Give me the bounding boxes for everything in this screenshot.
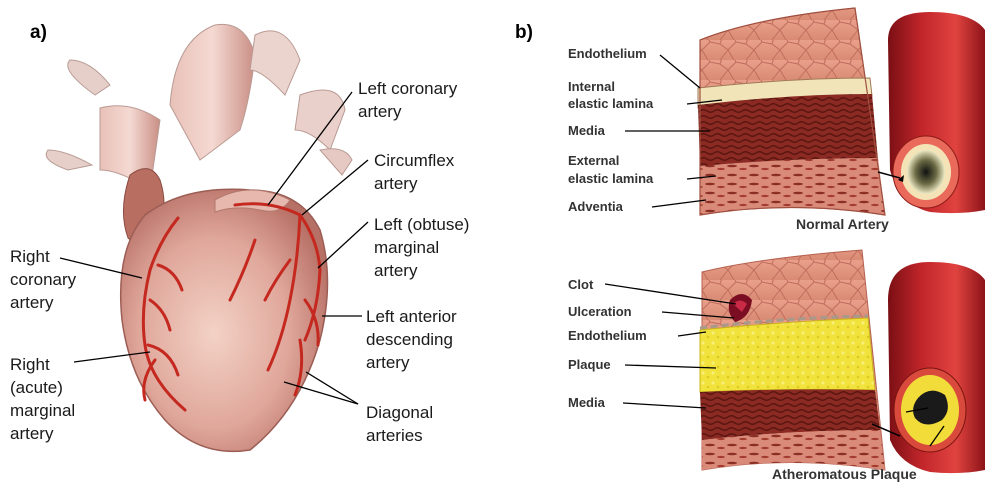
label-clot: Clot bbox=[568, 277, 594, 292]
plaque-artery-tube bbox=[872, 262, 985, 473]
caption-atheromatous-plaque: Atheromatous Plaque bbox=[772, 466, 917, 482]
label-left-obtuse-marginal-artery: Left (obtuse) marginal artery bbox=[374, 215, 474, 280]
label-plaque: Plaque bbox=[568, 357, 611, 372]
caption-normal-artery: Normal Artery bbox=[796, 216, 889, 232]
label-diagonal-arteries: Diagonal arteries bbox=[366, 403, 438, 445]
label-left-coronary-artery: Left coronary artery bbox=[358, 79, 462, 121]
label-left-anterior-descending-artery: Left anterior descending artery bbox=[366, 307, 461, 372]
label-media-plaque: Media bbox=[568, 395, 606, 410]
plaque-artery-wedge bbox=[700, 250, 885, 470]
label-external-elastic-lamina: External elastic lamina bbox=[568, 153, 654, 186]
label-media-normal: Media bbox=[568, 123, 606, 138]
label-endothelium-plaque: Endothelium bbox=[568, 328, 647, 343]
normal-artery-tube bbox=[878, 12, 985, 213]
label-circumflex-artery: Circumflex artery bbox=[374, 151, 459, 193]
heart-illustration bbox=[46, 24, 352, 451]
label-right-acute-marginal-artery: Right (acute) marginal artery bbox=[10, 355, 80, 443]
label-ulceration: Ulceration bbox=[568, 304, 632, 319]
label-internal-elastic-lamina: Internal elastic lamina bbox=[568, 79, 654, 111]
label-right-coronary-artery: Right coronary artery bbox=[10, 247, 81, 312]
panel-b-label: b) bbox=[515, 22, 533, 43]
label-endothelium-normal: Endothelium bbox=[568, 46, 647, 61]
normal-artery-wedge bbox=[698, 8, 885, 215]
label-adventia: Adventia bbox=[568, 199, 624, 214]
panel-a-label: a) bbox=[30, 22, 47, 43]
